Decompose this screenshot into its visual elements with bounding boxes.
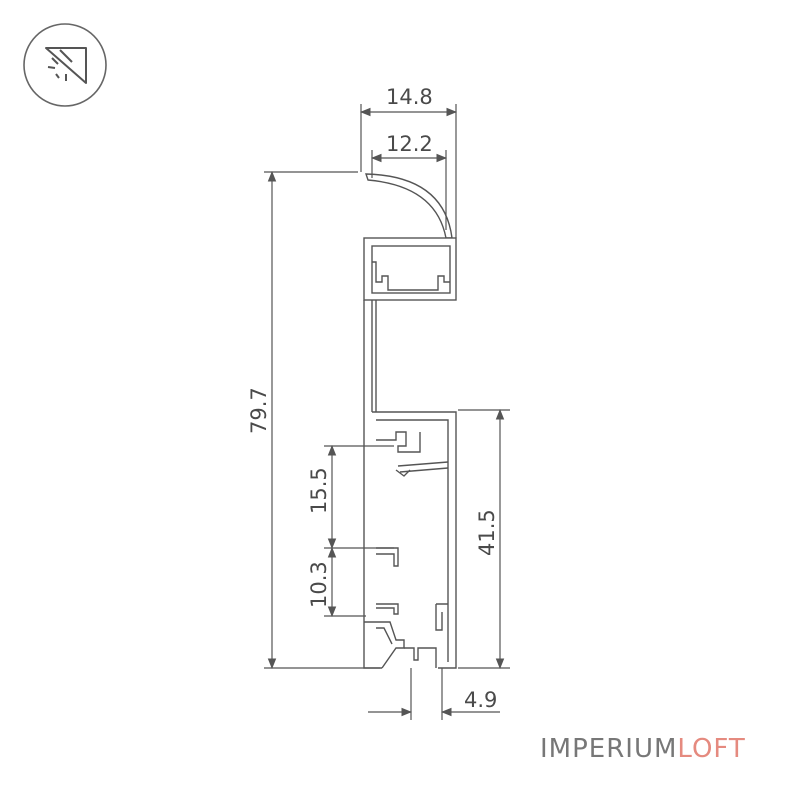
brand-logo-part2: LOFT: [677, 734, 746, 764]
aluminium-profile-section: [363, 173, 457, 669]
corner-light-direction-icon: [23, 23, 107, 107]
dimension-lines: [264, 104, 510, 720]
brand-logo: IMPERIUMLOFT: [540, 734, 746, 764]
dim-width-inner-label: 12.2: [386, 132, 433, 156]
dim-width-bottom-label: 4.9: [464, 688, 497, 712]
brand-logo-part1: IMPERIUM: [540, 734, 678, 764]
dim-height-total-label: 79.7: [247, 387, 271, 434]
dim-height-slot1-label: 15.5: [307, 467, 331, 514]
dim-width-total-label: 14.8: [386, 85, 433, 109]
dim-height-lower-label: 41.5: [475, 509, 499, 556]
dim-height-slot2-label: 10.3: [307, 561, 331, 608]
